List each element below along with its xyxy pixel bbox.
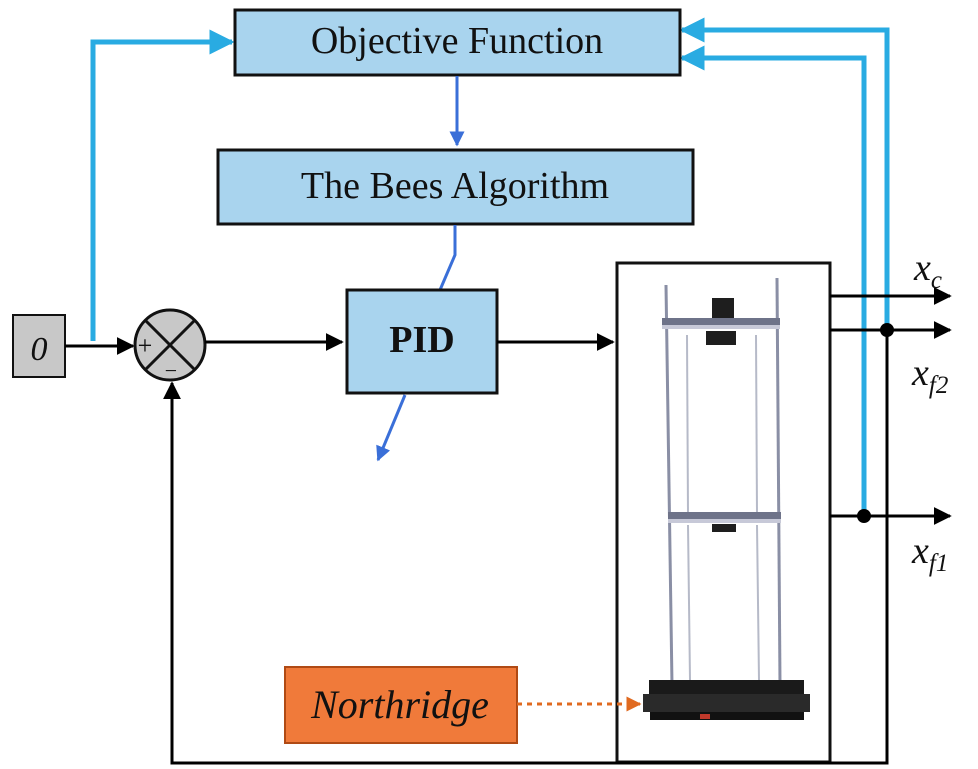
reference-input-block: 0 (12, 314, 66, 378)
xf1-label: xf1 (911, 530, 948, 577)
xf1-to-objective-line (679, 45, 867, 516)
objective-feedback-lines (90, 17, 890, 516)
objective-function-label: Objective Function (311, 20, 603, 62)
summing-junction: + − (133, 308, 207, 383)
xf1-branch-node (857, 509, 871, 523)
pid-label: PID (389, 319, 454, 361)
pid-block: PID (345, 288, 499, 395)
bees-tuning-arrow-bottom (376, 394, 407, 462)
xf2-to-objective-line (679, 17, 890, 330)
minus-sign: − (165, 358, 177, 383)
reference-input-label: 0 (31, 331, 48, 368)
xf2-label: xf2 (911, 352, 948, 399)
objective-function-block: Objective Function (233, 8, 682, 77)
northridge-label: Northridge (310, 682, 489, 727)
bees-algorithm-block: The Bees Algorithm (216, 148, 695, 226)
xc-label: xc (913, 247, 942, 294)
bees-algorithm-label: The Bees Algorithm (301, 165, 609, 207)
northridge-excitation-block: Northridge (284, 666, 518, 744)
error-to-objective-line (90, 29, 235, 341)
bees-tuning-line-top (438, 225, 457, 291)
plus-sign: + (138, 331, 153, 360)
negative-feedback-line (163, 330, 889, 765)
plant-structure-image (615, 261, 832, 764)
